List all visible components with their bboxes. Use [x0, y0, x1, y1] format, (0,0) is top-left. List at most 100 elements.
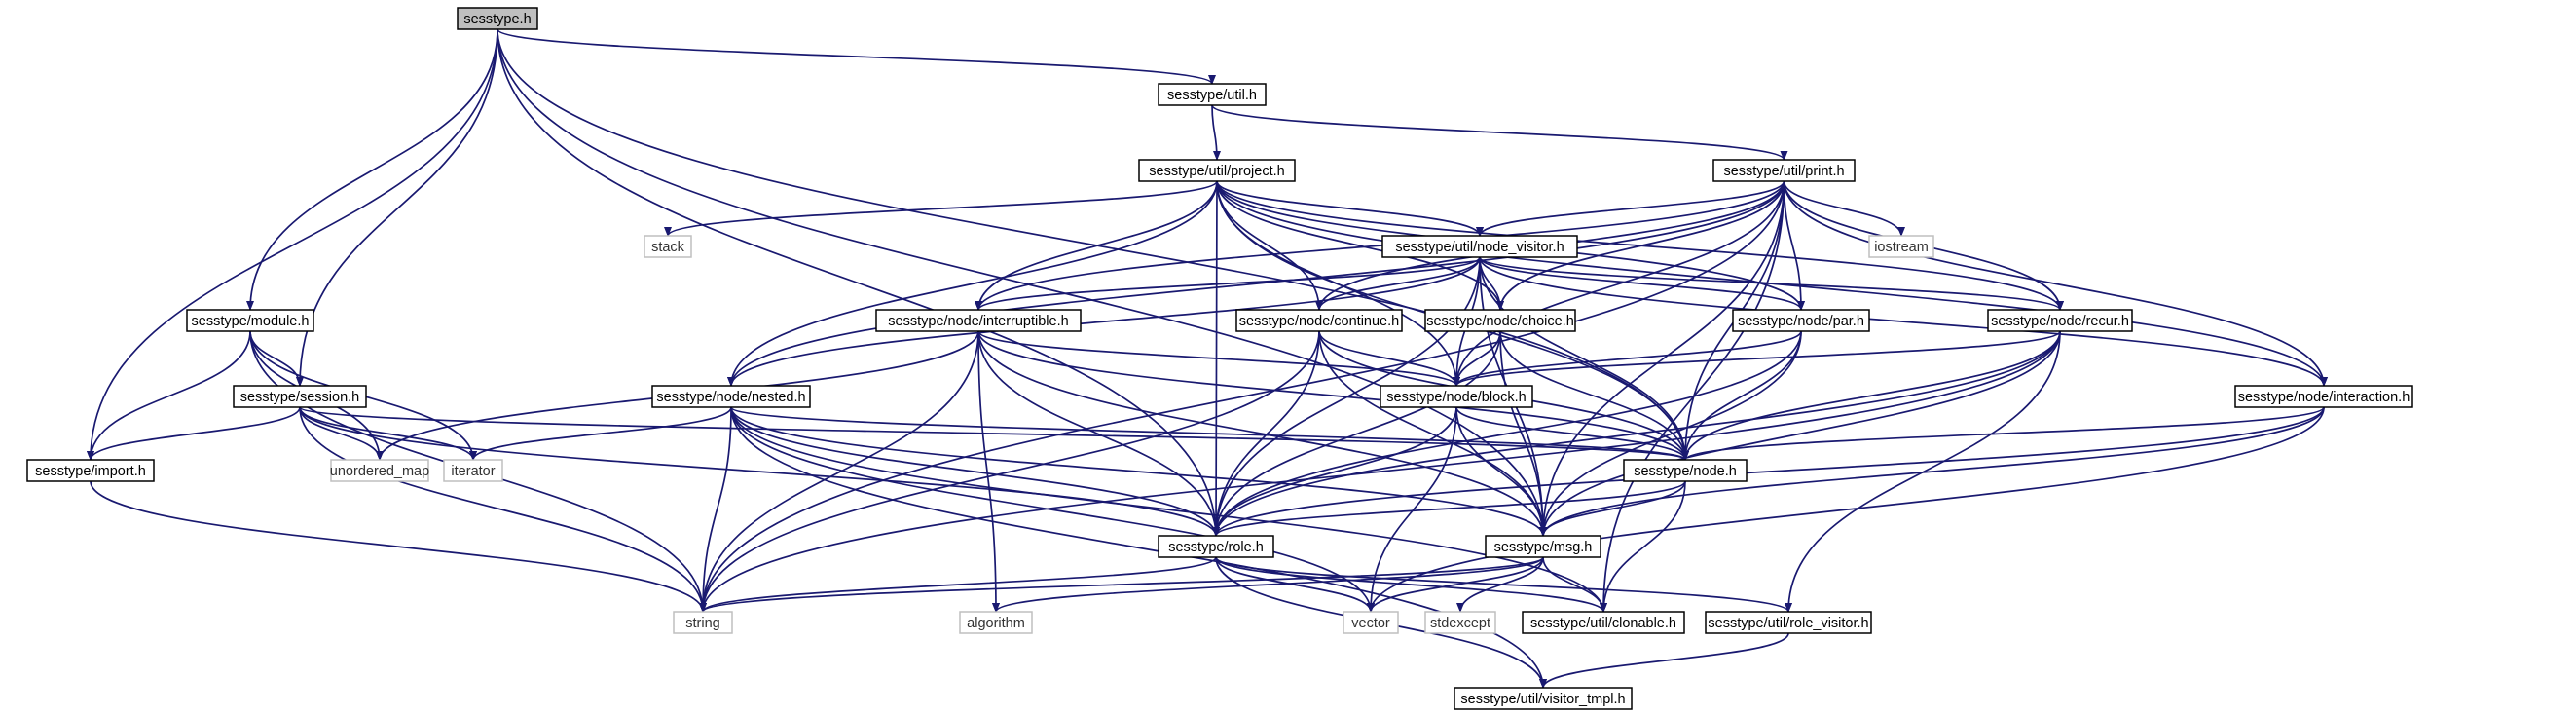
node-label: sesstype/util/print.h [1723, 164, 1844, 179]
edge-sesstype-h-to-node-h [497, 28, 1689, 461]
node-msg-h[interactable]: sesstype/msg.h [1485, 535, 1601, 558]
node-role-visitor-h[interactable]: sesstype/util/role_visitor.h [1705, 611, 1872, 634]
edge-node-h-to-role-h [1212, 480, 1686, 537]
node-continue-h[interactable]: sesstype/node/continue.h [1235, 309, 1403, 332]
node-box[interactable] [651, 385, 811, 408]
edge-print-h-to-interruptible-h [975, 180, 1785, 311]
node-label: sesstype/import.h [35, 464, 146, 479]
node-nested-h[interactable]: sesstype/node/nested.h [651, 385, 811, 408]
node-util-h[interactable]: sesstype/util.h [1158, 83, 1267, 106]
edge-nested-h-to-clonable-h [730, 406, 1607, 613]
node-sesstype-h[interactable]: sesstype.h [457, 7, 538, 30]
node-box[interactable] [457, 7, 538, 30]
node-node-visitor-h[interactable]: sesstype/util/node_visitor.h [1381, 235, 1578, 258]
node-box[interactable] [443, 459, 503, 482]
node-box[interactable] [1158, 83, 1267, 106]
node-box[interactable] [1705, 611, 1872, 634]
edge-interruptible-h-to-string [699, 330, 979, 613]
node-string[interactable]: string [673, 611, 733, 634]
edge-interruptible-h-to-msg-h [977, 330, 1547, 537]
node-session-h[interactable]: sesstype/session.h [233, 385, 367, 408]
node-box[interactable] [1522, 611, 1685, 634]
node-box[interactable] [959, 611, 1033, 634]
node-interruptible-h[interactable]: sesstype/node/interruptible.h [875, 309, 1082, 332]
edge-node-visitor-h-to-interaction-h [1479, 256, 2328, 387]
node-node-h[interactable]: sesstype/node.h [1623, 459, 1748, 482]
node-box[interactable] [875, 309, 1082, 332]
edge-nested-h-to-visitor-tmpl-h [730, 406, 1547, 689]
node-visitor-tmpl-h[interactable]: sesstype/util/visitor_tmpl.h [1454, 687, 1633, 710]
node-clonable-h[interactable]: sesstype/util/clonable.h [1522, 611, 1685, 634]
edge-print-h-to-node-visitor-h [1476, 180, 1785, 237]
edge-util-h-to-project-h [1211, 104, 1221, 161]
node-box[interactable] [186, 309, 314, 332]
node-box[interactable] [1138, 159, 1296, 182]
edge-par-h-to-msg-h [1539, 330, 1802, 537]
edge-nested-h-to-msg-h [730, 406, 1547, 537]
node-unordered-map[interactable]: unordered_map [330, 459, 429, 482]
edge-nested-h-to-vector [730, 406, 1375, 613]
edge-choice-h-to-node-h [1499, 330, 1689, 461]
node-box[interactable] [2234, 385, 2413, 408]
node-box[interactable] [1424, 309, 1576, 332]
edge-sesstype-h-to-role-h [497, 28, 1220, 537]
node-label: stack [651, 240, 685, 255]
edge-project-h-to-interruptible-h [975, 180, 1218, 311]
node-box[interactable] [644, 235, 692, 258]
node-recur-h[interactable]: sesstype/node/recur.h [1987, 309, 2133, 332]
node-box[interactable] [1987, 309, 2133, 332]
edge-session-h-to-import-h [87, 406, 301, 461]
node-import-h[interactable]: sesstype/import.h [26, 459, 155, 482]
node-block-h[interactable]: sesstype/node/block.h [1380, 385, 1533, 408]
node-label: sesstype/module.h [192, 314, 310, 329]
node-label: sesstype.h [463, 12, 531, 27]
edge-block-h-to-vector [1367, 406, 1457, 613]
node-box[interactable] [1623, 459, 1748, 482]
node-box[interactable] [1868, 235, 1934, 258]
edge-session-h-to-role-h [299, 406, 1220, 537]
edge-util-h-to-print-h [1211, 104, 1788, 161]
edge-node-visitor-h-to-nested-h [727, 256, 1481, 387]
node-iterator[interactable]: iterator [443, 459, 503, 482]
node-vector[interactable]: vector [1343, 611, 1399, 634]
node-box[interactable] [1732, 309, 1870, 332]
node-box[interactable] [26, 459, 155, 482]
node-print-h[interactable]: sesstype/util/print.h [1712, 159, 1856, 182]
node-box[interactable] [330, 459, 429, 482]
node-stdexcept[interactable]: stdexcept [1424, 611, 1496, 634]
node-par-h[interactable]: sesstype/node/par.h [1732, 309, 1870, 332]
node-label: sesstype/node/par.h [1738, 314, 1864, 329]
node-module-h[interactable]: sesstype/module.h [186, 309, 314, 332]
node-choice-h[interactable]: sesstype/node/choice.h [1424, 309, 1576, 332]
edge-session-h-to-iterator [299, 406, 477, 461]
node-box[interactable] [1380, 385, 1533, 408]
node-role-h[interactable]: sesstype/role.h [1158, 535, 1274, 558]
node-box[interactable] [673, 611, 733, 634]
node-stack[interactable]: stack [644, 235, 692, 258]
node-label: unordered_map [330, 464, 429, 479]
node-iostream[interactable]: iostream [1868, 235, 1934, 258]
node-project-h[interactable]: sesstype/util/project.h [1138, 159, 1296, 182]
node-box[interactable] [1424, 611, 1496, 634]
edge-par-h-to-role-h [1212, 330, 1802, 537]
edge-block-h-to-msg-h [1455, 406, 1547, 537]
node-box[interactable] [1235, 309, 1403, 332]
node-box[interactable] [1158, 535, 1274, 558]
node-interaction-h[interactable]: sesstype/node/interaction.h [2234, 385, 2413, 408]
node-box[interactable] [1485, 535, 1601, 558]
edge-continue-h-to-string [699, 330, 1320, 613]
node-box[interactable] [1343, 611, 1399, 634]
edge-par-h-to-node-h [1681, 330, 1802, 461]
node-box[interactable] [1381, 235, 1578, 258]
edge-role-h-to-string [699, 556, 1217, 613]
edge-continue-h-to-block-h [1318, 330, 1460, 387]
node-label: sesstype/util/project.h [1149, 164, 1284, 179]
node-algorithm[interactable]: algorithm [959, 611, 1033, 634]
node-box[interactable] [233, 385, 367, 408]
node-box[interactable] [1454, 687, 1633, 710]
edge-msg-h-to-string [699, 556, 1544, 613]
node-label: stdexcept [1430, 616, 1490, 631]
edge-module-h-to-session-h [249, 330, 304, 387]
node-box[interactable] [1712, 159, 1856, 182]
